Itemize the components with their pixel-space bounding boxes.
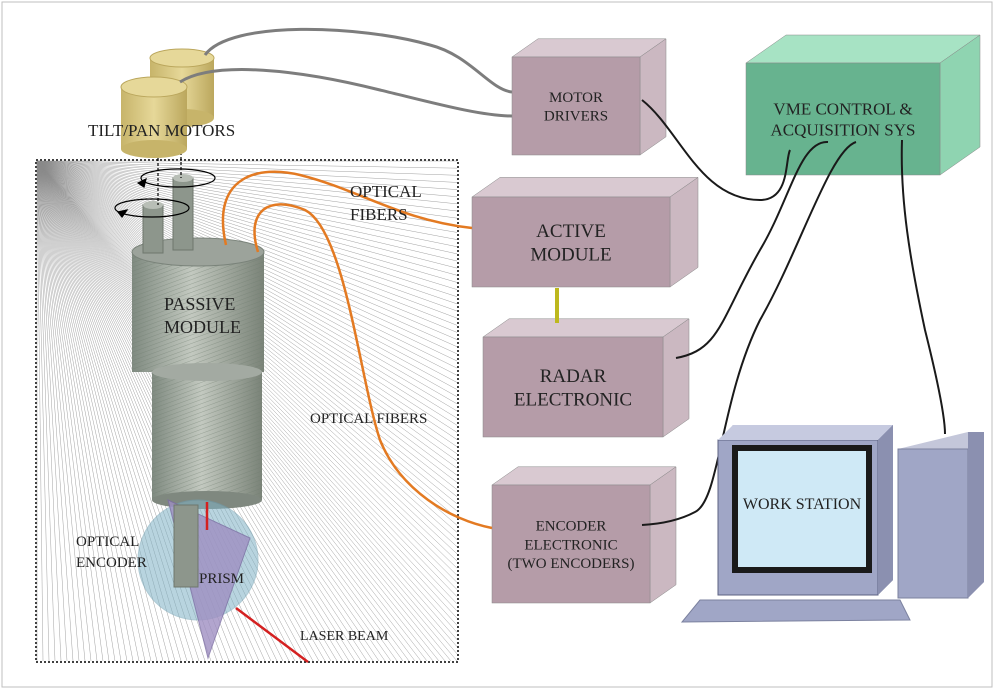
- label-passive-module-1: PASSIVE: [164, 294, 235, 314]
- label-laser-beam: LASER BEAM: [300, 629, 389, 644]
- box-encoder-electronic-line-0: ENCODER: [536, 519, 607, 535]
- laser-beam-line: [235, 607, 309, 663]
- box-motor-drivers-line-1: DRIVERS: [544, 109, 608, 125]
- label-optical-encoder-2: ENCODER: [76, 555, 147, 571]
- box-encoder-electronic-line-2: (TWO ENCODERS): [507, 556, 634, 572]
- box-vme-line-1: ACQUISITION SYS: [771, 121, 916, 140]
- label-optical-fibers-top-2: FIBERS: [350, 205, 408, 224]
- label-optical-fibers-mid: OPTICAL FIBERS: [310, 411, 427, 427]
- box-active-module-line-0: ACTIVE: [536, 221, 606, 242]
- box-motor-drivers: MOTOR DRIVERS: [511, 38, 667, 156]
- box-active-module: ACTIVE MODULE: [471, 176, 699, 288]
- box-radar-electronic-line-1: ELECTRONIC: [514, 390, 632, 411]
- optical-fiber-lines: [221, 170, 493, 530]
- box-encoder-electronic: ENCODER ELECTRONIC (TWO ENCODERS): [491, 466, 677, 604]
- control-cables: [641, 99, 946, 526]
- label-optical-encoder-1: OPTICAL: [76, 534, 139, 550]
- box-radar-electronic: RADAR ELECTRONIC: [482, 318, 690, 438]
- motor-cables: [179, 27, 513, 118]
- labels: TILT/PAN MOTORS OPTICAL FIBERS OPTICAL F…: [76, 121, 862, 644]
- label-passive-module-2: MODULE: [164, 317, 241, 337]
- box-vme-line-0: VME CONTROL &: [773, 99, 912, 118]
- workstation: [680, 425, 984, 623]
- optical-encoder: [137, 499, 309, 663]
- label-tilt-pan-motors: TILT/PAN MOTORS: [88, 121, 235, 140]
- box-radar-electronic-line-0: RADAR: [540, 366, 607, 387]
- label-optical-fibers-top-1: OPTICAL: [350, 182, 422, 201]
- rotation-arrows: [114, 142, 216, 218]
- label-prism: PRISM: [199, 571, 244, 587]
- box-encoder-electronic-line-1: ELECTRONIC: [524, 537, 617, 553]
- box-motor-drivers-line-0: MOTOR: [549, 90, 603, 106]
- label-work-station: WORK STATION: [743, 496, 862, 513]
- box-active-module-line-1: MODULE: [530, 245, 611, 266]
- tilt-pan-motors: [120, 48, 215, 158]
- passive-module-cylinder: [131, 174, 265, 509]
- box-vme: VME CONTROL & ACQUISITION SYS: [745, 34, 981, 176]
